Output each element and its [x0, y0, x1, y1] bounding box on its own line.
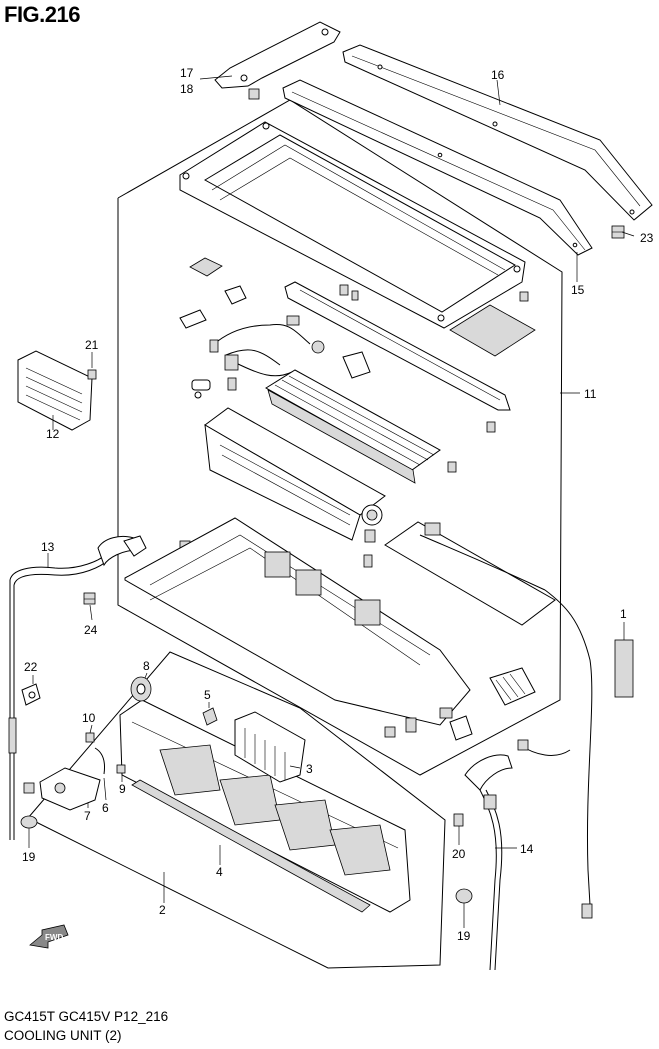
fwd-direction-icon: FWD: [29, 924, 69, 949]
section-name: COOLING UNIT (2): [4, 1028, 122, 1043]
drain-hose-14: [464, 754, 513, 971]
callout-9: 9: [119, 782, 126, 796]
model-line: GC415T GC415V P12_216: [4, 1009, 169, 1024]
callout-4: 4: [216, 865, 223, 879]
callout-10: 10: [82, 711, 96, 725]
evaporator-core: [265, 369, 441, 484]
louvre-3: [234, 711, 306, 783]
side-connector: [439, 667, 536, 741]
seal-bar-4: [131, 779, 371, 913]
callout-12: 12: [46, 427, 60, 441]
callout-16: 16: [491, 68, 505, 82]
callout-2: 2: [159, 903, 166, 917]
duct-panel-2: [119, 699, 411, 913]
callout-20: 20: [452, 847, 466, 861]
grommet-19-right: [455, 888, 473, 904]
callout-17: 17: [180, 66, 194, 80]
callout-15: 15: [571, 283, 585, 297]
screw-20: [453, 813, 464, 827]
grommet-19-left: [20, 815, 38, 829]
drain-hose-13: [8, 535, 147, 840]
bolt-24: [83, 592, 96, 605]
bracket-17-18: [214, 21, 341, 100]
callout-22: 22: [24, 660, 38, 674]
callout-24: 24: [84, 623, 98, 637]
leader-lines: [28, 75, 635, 928]
callout-19-right: 19: [457, 929, 471, 943]
callout-23: 23: [640, 231, 654, 245]
callout-14: 14: [520, 842, 534, 856]
tape-1: [614, 639, 634, 698]
screw-21: [87, 369, 97, 380]
clip-5: [202, 707, 218, 726]
callout-1: 1: [620, 607, 627, 621]
fan-housing: [124, 517, 471, 738]
blower-core: [204, 407, 386, 568]
callout-8: 8: [143, 659, 150, 673]
fan-wheel-group: [264, 551, 381, 626]
actuator-7: [23, 747, 105, 811]
evaporator-cover: [179, 121, 529, 329]
callout-19-left: 19: [22, 850, 36, 864]
seal-pad: [189, 257, 223, 277]
top-panel-16: [342, 44, 653, 221]
screw-10: [85, 732, 95, 743]
gear-8: [130, 676, 152, 702]
support-strip: [284, 281, 511, 411]
figure-title: FIG.216: [4, 2, 80, 27]
callout-3: 3: [306, 762, 313, 776]
callout-13: 13: [41, 540, 55, 554]
wiring-harness: [179, 285, 371, 399]
clamp-22: [21, 683, 41, 706]
callout-7: 7: [84, 809, 91, 823]
callout-18: 18: [180, 82, 194, 96]
control-board: [384, 521, 556, 626]
callout-5: 5: [204, 688, 211, 702]
grille-12: [17, 350, 93, 431]
insulation-pad: [449, 304, 536, 357]
duct-outlets: [159, 744, 391, 876]
callout-6: 6: [102, 801, 109, 815]
fwd-label: FWD: [45, 933, 63, 942]
top-panel-15: [282, 79, 593, 256]
duct-assembly-frame: [27, 651, 446, 969]
callout-11: 11: [584, 387, 597, 401]
callout-labels: 17 18 16 23 15 11 21 12 13 24 1 22 8 5 3…: [22, 66, 654, 943]
callout-21: 21: [85, 338, 99, 352]
harness-wire-right: [517, 589, 593, 919]
screw-9: [116, 764, 126, 774]
